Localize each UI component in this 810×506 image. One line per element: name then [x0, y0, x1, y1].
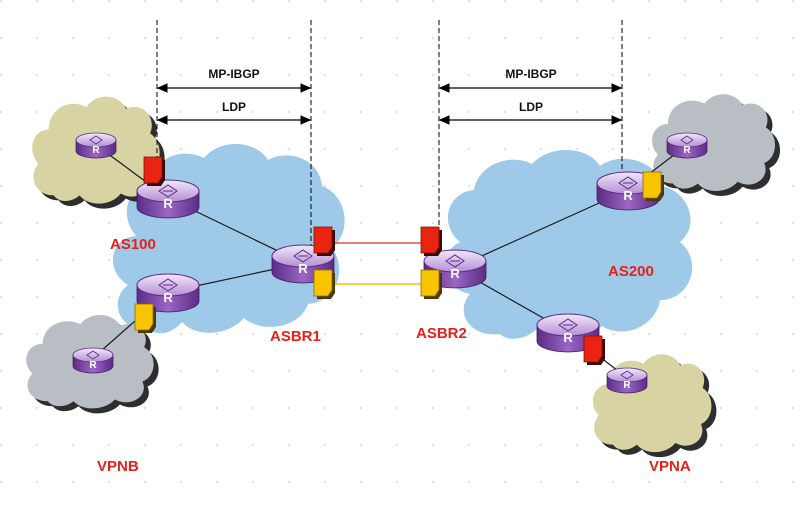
- router-icon: R: [596, 171, 660, 211]
- router-icon: R: [606, 367, 648, 394]
- label-tag-icon: [134, 303, 157, 334]
- label-tag-icon: [642, 171, 665, 202]
- svg-text:R: R: [163, 290, 173, 305]
- mpibgp-right-label: MP-IBGP: [505, 67, 556, 81]
- label-tag-icon: [313, 269, 336, 300]
- asbr2-label: ASBR2: [416, 325, 467, 342]
- router-icon: R: [666, 132, 708, 159]
- asbr1-label: ASBR1: [270, 328, 321, 345]
- router-icon: R: [271, 244, 335, 284]
- label-tag-icon: [583, 335, 606, 366]
- svg-text:R: R: [89, 360, 97, 371]
- svg-text:R: R: [298, 261, 308, 276]
- router-icon: R: [136, 179, 200, 219]
- router-icon: R: [72, 347, 114, 374]
- label-tag-icon: [420, 226, 443, 257]
- router-icon: R: [423, 249, 487, 289]
- svg-text:R: R: [623, 380, 631, 391]
- mpibgp-left-label: MP-IBGP: [208, 67, 259, 81]
- vpna-label: VPNA: [649, 458, 691, 475]
- svg-text:R: R: [92, 145, 100, 156]
- as100-label: AS100: [110, 236, 156, 253]
- label-tag-icon: [420, 269, 443, 300]
- ldp-left-label: LDP: [222, 100, 246, 114]
- ldp-right-label: LDP: [519, 100, 543, 114]
- arrows: [156, 83, 623, 125]
- router-icon: R: [75, 132, 117, 159]
- session-boundaries: [156, 20, 623, 245]
- svg-text:R: R: [683, 145, 691, 156]
- vpnb-label: VPNB: [97, 458, 139, 475]
- svg-text:R: R: [623, 188, 633, 203]
- svg-text:R: R: [450, 266, 460, 281]
- router-icon: R: [136, 273, 200, 313]
- svg-text:R: R: [563, 330, 573, 345]
- label-tag-icon: [143, 156, 166, 187]
- router-icon: R: [536, 313, 600, 353]
- label-tag-icon: [313, 226, 336, 257]
- as200-label: AS200: [608, 263, 654, 280]
- svg-text:R: R: [163, 196, 173, 211]
